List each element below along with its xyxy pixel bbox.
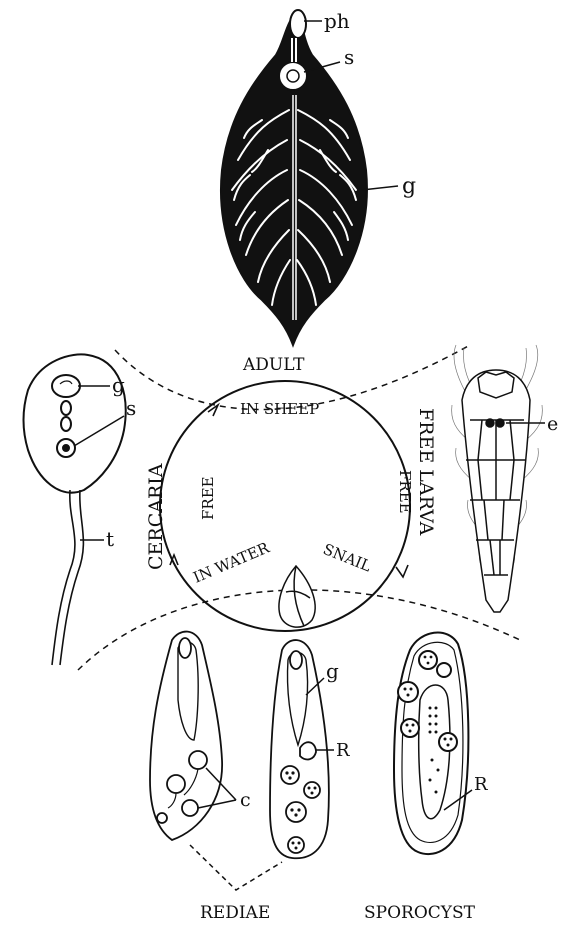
cycle-in-water: IN WATER [191, 538, 273, 586]
rediae-connector-lines [190, 845, 282, 890]
stage-label-sporocyst: SPOROCYST [364, 903, 476, 923]
snail-shell-drawing [279, 566, 315, 627]
label-ph: ph [324, 9, 350, 33]
label-c-redia: c [240, 789, 251, 811]
cycle-free-right: FREE [396, 470, 414, 514]
ventral-sucker [279, 62, 307, 90]
label-r-sporocyst: R [474, 774, 488, 795]
sporocyst-drawing [394, 633, 468, 855]
stage-label-cercaria: CERCARIA [145, 463, 167, 570]
label-s-adult: s [344, 45, 354, 69]
label-g-redia: g [326, 659, 339, 683]
cycle-in-sheep: IN SHEEP [240, 400, 319, 418]
cercaria-drawing [24, 354, 126, 665]
cycle-free-left: FREE [199, 476, 217, 520]
label-t-cercaria: t [106, 527, 114, 551]
label-g-cercaria: g [112, 373, 125, 397]
label-e-larva: e [547, 413, 558, 435]
stage-label-adult: ADULT [242, 355, 305, 375]
cycle-snail: SNAIL [321, 540, 374, 575]
redia-left-drawing [150, 632, 222, 840]
stage-label-free-larva: FREE LARVA [415, 408, 437, 536]
pharynx-oral-sucker [290, 10, 306, 38]
label-r-redia: R [336, 740, 350, 761]
stage-label-rediae: REDIAE [200, 903, 270, 923]
label-s-cercaria: s [126, 396, 136, 420]
free-larva-drawing [452, 345, 543, 612]
redia-right-drawing [270, 640, 329, 858]
label-g-adult: g [402, 174, 416, 199]
